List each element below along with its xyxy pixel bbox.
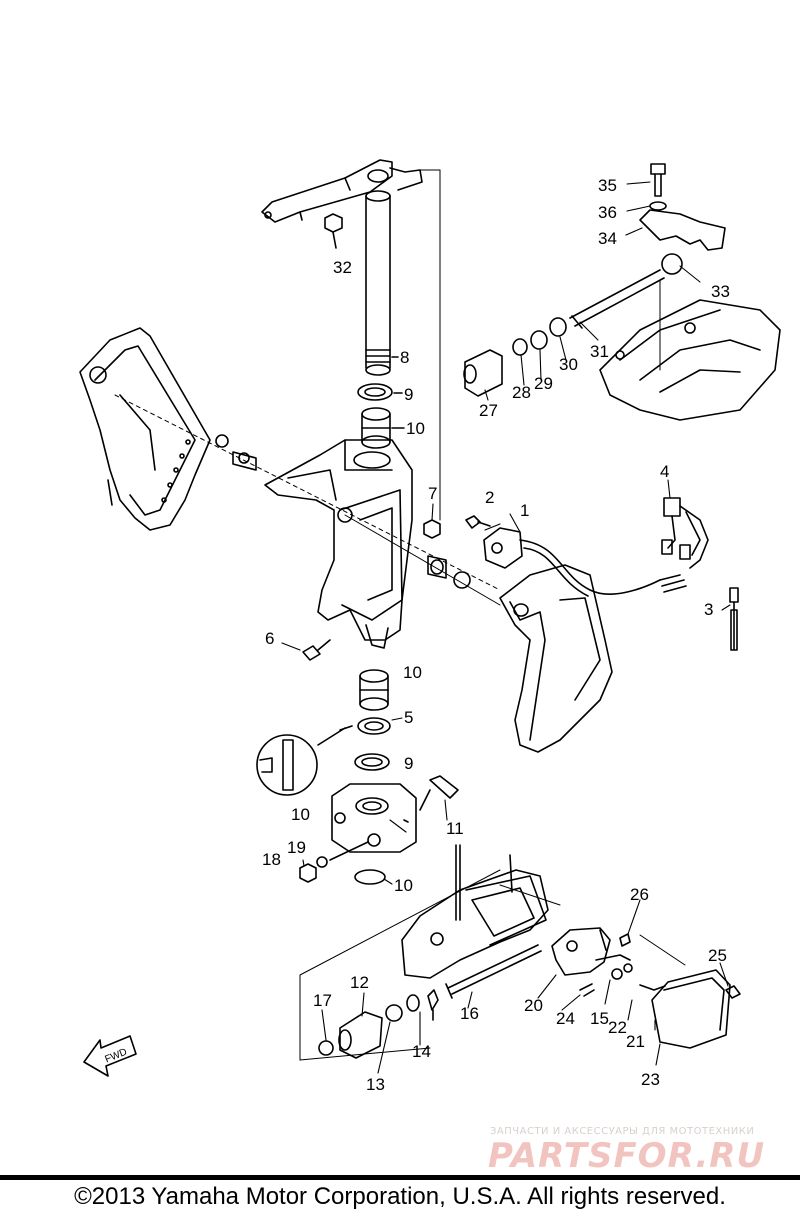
connector-4 [661, 497, 709, 569]
callout-34: 32 [333, 258, 352, 277]
callout-13: 11 [446, 819, 464, 838]
callout-11: 10 [291, 805, 310, 824]
callout-9-lower: 9 [404, 754, 413, 773]
callout-numbers: 35 36 34 32 33 31 8 30 29 28 9 27 10 4 2… [262, 176, 730, 1094]
bracket-22 [551, 927, 631, 976]
tilt-pin-left-parts [215, 434, 257, 471]
small-parts-23-28 [579, 933, 741, 999]
seal-5 [357, 717, 391, 735]
callout-1: 1 [520, 501, 529, 520]
steering-shaft [365, 190, 399, 376]
callout-36: 34 [598, 229, 617, 248]
callout-23: 21 [626, 1032, 645, 1051]
callout-18: 16 [460, 1004, 479, 1023]
callout-17: 15 [590, 1009, 609, 1028]
watermark-tagline: ЗАПЧАСТИ И АКСЕССУАРЫ ДЛЯ МОТОТЕХНИКИ [490, 1126, 755, 1137]
nut-20-washer-21 [299, 841, 369, 883]
callout-27: 25 [708, 946, 727, 965]
mount-29-33 [463, 269, 665, 397]
callout-7: 7 [428, 484, 437, 503]
callout-25: 23 [641, 1070, 660, 1089]
steering-arm [261, 159, 423, 223]
cover-25 [651, 969, 731, 1049]
bolt-18 [445, 944, 542, 999]
bushing-10-top [361, 407, 405, 449]
callout-26: 24 [556, 1009, 575, 1028]
clamp-bracket-left [79, 327, 211, 531]
callout-9-top: 9 [404, 385, 413, 404]
copyright-notice: ©2013 Yamaha Motor Corporation, U.S.A. A… [74, 1183, 726, 1210]
bushing-10-lower [359, 669, 389, 711]
callout-10-top: 10 [406, 419, 425, 438]
exploded-parts-diagram: FWD 35 36 34 32 33 31 8 30 29 28 9 27 10… [79, 159, 781, 1094]
callout-12: 10 [394, 876, 413, 895]
callout-38: 36 [598, 203, 617, 222]
callout-14: 12 [350, 973, 369, 992]
callout-24: 22 [608, 1018, 627, 1037]
detail-inset [256, 725, 353, 796]
callout-30: 28 [512, 383, 531, 402]
bolt-6 [302, 639, 331, 661]
tilt-pin-right-parts [427, 555, 471, 589]
footer-divider [0, 1175, 800, 1180]
callout-10-lower: 10 [403, 663, 422, 682]
callout-29: 27 [479, 401, 498, 420]
callout-35: 33 [711, 282, 730, 301]
leader-lines [281, 181, 731, 1074]
callout-15: 13 [366, 1075, 385, 1094]
callout-22: 20 [524, 996, 543, 1015]
callout-16: 14 [412, 1042, 431, 1061]
screw-2 [465, 515, 491, 529]
grouping-lines-top [419, 169, 661, 521]
washer-9-lower [354, 753, 390, 771]
trim-sensor-cable [483, 527, 687, 597]
mount-14-19 [318, 989, 439, 1059]
clamp-bracket-right [499, 564, 613, 753]
washer-9-top [357, 383, 403, 401]
clip-13 [419, 775, 459, 811]
callout-19: 17 [313, 991, 332, 1010]
pin-3 [729, 587, 739, 651]
callout-6: 6 [265, 629, 274, 648]
watermark-logo: PARTSFOR.RU [488, 1136, 766, 1176]
callout-37: 35 [598, 176, 617, 195]
engine-base-right [599, 299, 781, 421]
callout-31: 29 [534, 374, 553, 393]
callout-3: 3 [704, 600, 713, 619]
callout-4: 4 [660, 462, 669, 481]
callout-21: 19 [287, 838, 306, 857]
fwd-direction-arrow: FWD [83, 1035, 137, 1077]
callout-20: 18 [262, 850, 281, 869]
nut-34 [324, 213, 343, 249]
callout-8: 8 [400, 348, 409, 367]
steering-lower-block [331, 783, 417, 853]
callout-5: 5 [404, 708, 413, 727]
callout-32: 30 [559, 355, 578, 374]
grouping-lines-lower [299, 869, 686, 1061]
callout-2: 2 [485, 488, 494, 507]
nut-7 [423, 519, 441, 539]
bracket-36-38 [639, 163, 726, 275]
callout-28: 26 [630, 885, 649, 904]
callout-33: 31 [590, 342, 609, 361]
swivel-bracket [264, 439, 413, 649]
circlip-12 [354, 869, 386, 885]
